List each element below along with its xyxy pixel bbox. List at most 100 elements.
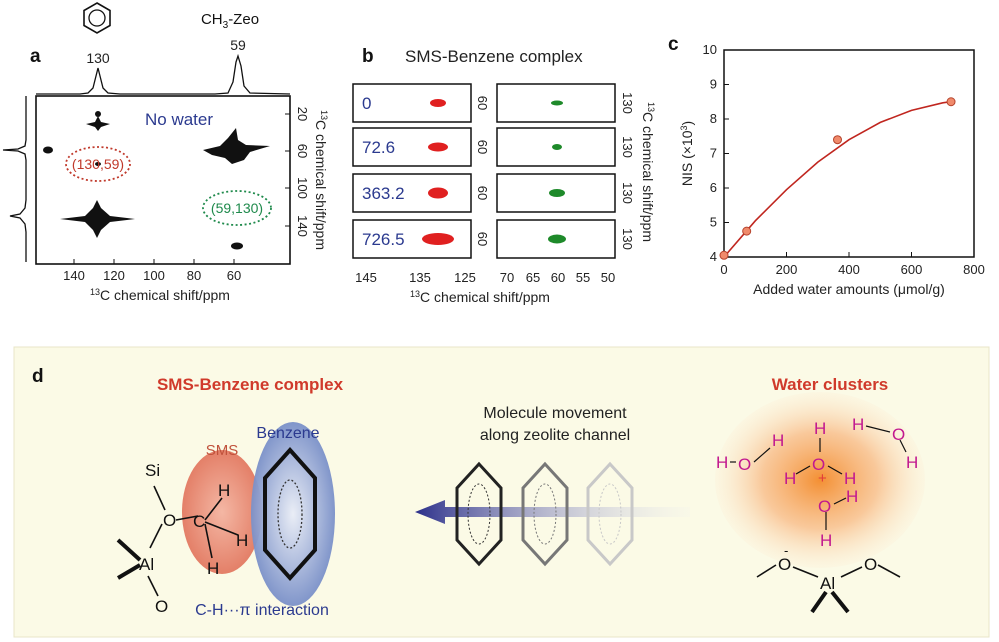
y-tick-label: 9 [710,77,717,92]
hydronium-plus: + [818,470,827,487]
water-h: H [820,531,832,550]
a-x-tick: 140 [63,268,85,283]
a-y-tick: 100 [295,177,310,199]
atom-c: C [193,512,205,531]
left-projection [2,96,27,262]
water-h: H [814,419,826,438]
atom-si: Si [145,461,160,480]
b-right-x-tick: 60 [551,270,565,285]
panel-b-title: SMS-Benzene complex [405,47,583,66]
water-h: H [772,431,784,450]
panel-b-label: b [362,46,374,67]
crosspeak-label-59-130: (59,130) [211,200,263,216]
water-h: H [784,469,796,488]
peak-59-59 [203,128,270,164]
water-o: O [818,497,831,516]
x-axis-title: Added water amounts (μmol/g) [753,281,945,297]
interaction-label: C-H···π interaction [195,602,329,619]
b-right-col-label: 130 [620,182,635,204]
atom-h: H [218,481,230,500]
benzene-icon [83,2,111,34]
panel-a-peaks [43,111,270,250]
site-o: O [778,555,791,574]
a-y-tick: 20 [295,107,310,121]
peak-edge-left [43,146,53,154]
peak-130-59 [95,162,101,166]
water-bonds [730,425,907,530]
red-peak-2 [428,187,448,199]
benzene-label: Benzene [256,425,319,442]
green-peak-0 [551,100,563,106]
data-point [946,97,956,107]
movement-arrow [415,500,690,524]
movement-line-1: Molecule movement [483,405,627,422]
b-left-x-tick: 125 [454,270,476,285]
panel-a-2d-frame [35,95,291,265]
panel-c-label: c [668,34,679,55]
crosspeak-circle-59-130 [202,190,272,226]
y-tick-label: 8 [710,111,717,126]
sms-blob [182,450,262,574]
benzene-peak-label: 130 [86,50,110,66]
crosspeak-circle-130-59 [65,146,131,182]
x-tick-label: 400 [838,262,860,277]
site-o: O [864,555,877,574]
y-tick-label: 10 [703,42,717,57]
water-h: H [906,453,918,472]
panel-a-y-ticks [285,113,290,227]
b-y-axis-title: 13C chemical shift/ppm [640,102,656,242]
b-left-col-label: 60 [475,96,490,110]
water-level-3: 726.5 [362,230,405,249]
a-x-tick: 80 [187,268,201,283]
panel-d: d SMS-Benzene complex Water clusters SMS… [13,346,990,638]
water-o: O [738,455,751,474]
red-peak-1 [428,142,448,152]
water-cluster-glow [715,392,925,568]
crosspeak-label-130-59: (130,59) [72,156,124,172]
panel-b-red-peaks [422,99,454,245]
b-x-axis-title: 13C chemical shift/ppm [410,289,550,305]
y-axis-title: NIS (×103) [679,121,695,186]
methyl-zeolite-label: CH3-Zeo [201,11,259,31]
water-atoms: H O H H O H H H O H O H H [716,415,918,550]
water-level-1: 72.6 [362,138,395,157]
water-h: H [716,453,728,472]
water-h: H [846,487,858,506]
y-tick-label: 4 [710,249,717,264]
peak-130-20-lower [86,116,110,131]
y-tick-label: 7 [710,146,717,161]
panel-a-x-ticks [73,259,235,264]
sms-atoms: Si O C H H H Al O [139,461,248,616]
a-x-axis-title: 13C chemical shift/ppm [90,287,230,303]
b-right-x-tick: 55 [576,270,590,285]
peak-130-20 [95,111,101,117]
panel-b-right-column [496,83,616,259]
site-o-charge: - [784,543,788,558]
b-right-col-label: 130 [620,92,635,114]
b-right-col-label: 130 [620,136,635,158]
site-al: Al [820,574,835,593]
panel-a: a 130 CH3-Zeo 59 No water (130,59) (5 [2,2,329,303]
moving-benzene-3 [586,461,634,567]
b-left-x-tick: 145 [355,270,377,285]
b-left-x-tick: 135 [409,270,431,285]
movement-line-2: along zeolite channel [480,427,630,444]
peak-130-130 [60,200,135,238]
x-tick-label: 600 [901,262,923,277]
b-right-x-tick: 65 [526,270,540,285]
hydronium-o: O [812,455,825,474]
benzene-ring [263,446,317,582]
red-peak-0 [430,99,446,107]
data-point [833,135,842,145]
left-scheme-title: SMS-Benzene complex [157,375,344,394]
data-point [742,226,752,236]
water-level-2: 363.2 [362,184,405,203]
a-x-tick: 60 [227,268,241,283]
panel-b-green-peaks [548,100,566,244]
a-y-tick: 60 [295,144,310,158]
b-right-col-label: 130 [620,228,635,250]
no-water-label: No water [145,110,213,129]
y-tick-label: 6 [710,180,717,195]
peak-59-140 [231,242,243,250]
